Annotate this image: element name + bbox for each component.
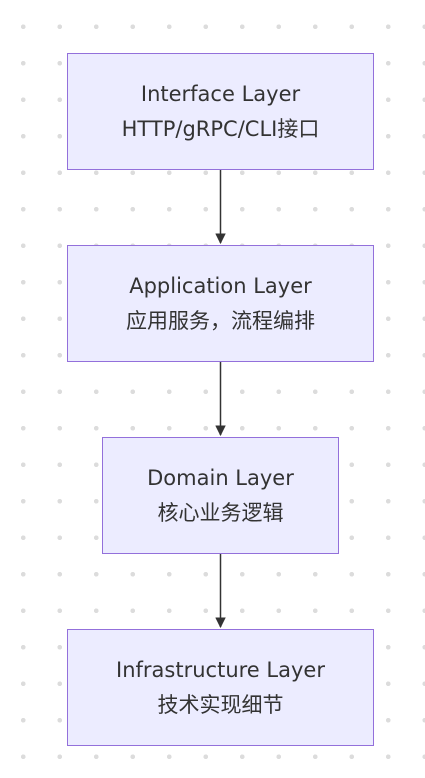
node-description: 应用服务，流程编排 (126, 308, 315, 333)
node-title: Interface Layer (140, 81, 301, 106)
node-title: Domain Layer (147, 465, 294, 490)
node-title: Infrastructure Layer (116, 657, 325, 682)
application-layer-node: Application Layer 应用服务，流程编排 (67, 245, 374, 362)
node-description: HTTP/gRPC/CLI接口 (121, 116, 320, 141)
domain-layer-node: Domain Layer 核心业务逻辑 (102, 437, 339, 554)
node-description: 技术实现细节 (157, 692, 284, 717)
infrastructure-layer-node: Infrastructure Layer 技术实现细节 (67, 629, 374, 746)
interface-layer-node: Interface Layer HTTP/gRPC/CLI接口 (67, 53, 374, 170)
node-description: 核心业务逻辑 (157, 500, 284, 525)
node-title: Application Layer (129, 273, 312, 298)
